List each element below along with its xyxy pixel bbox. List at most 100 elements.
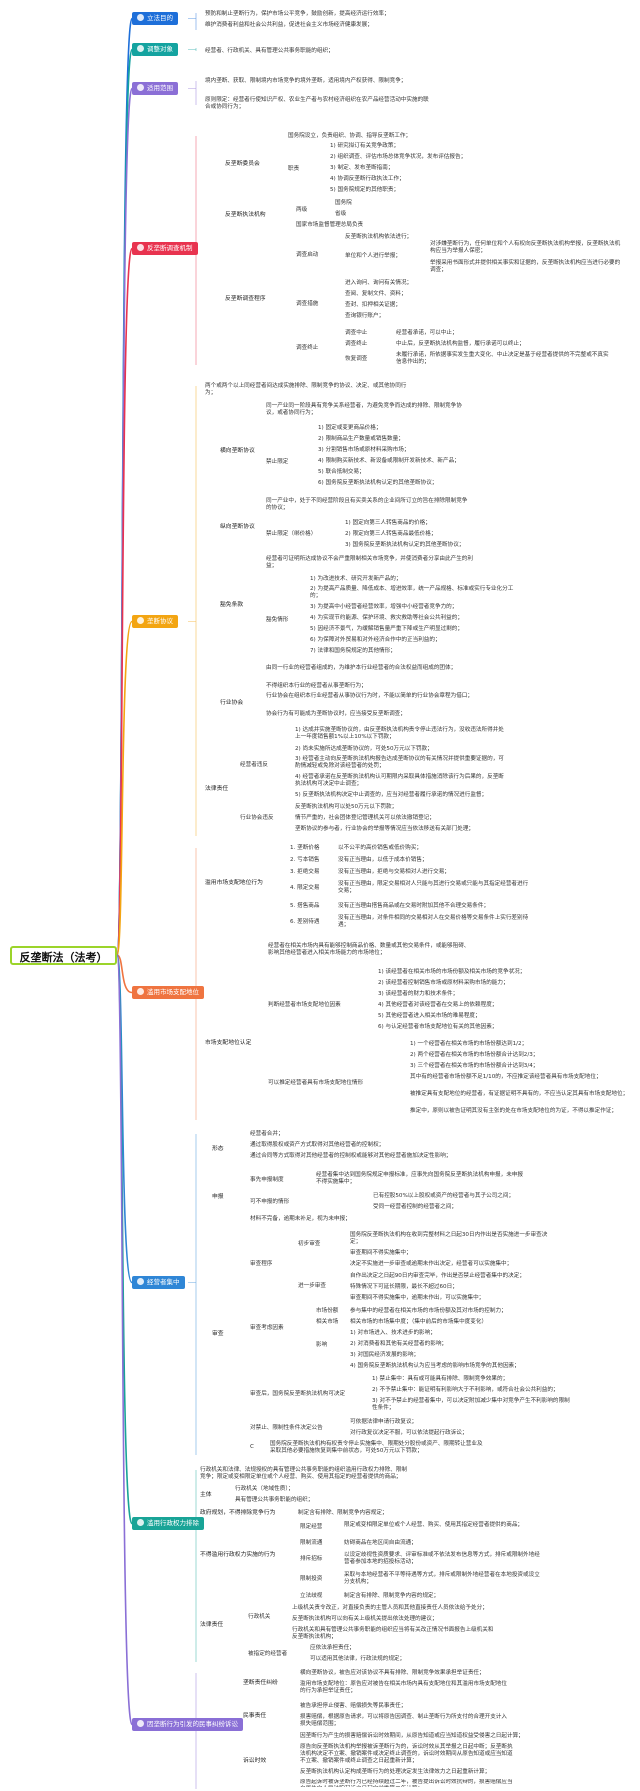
child-connector bbox=[188, 848, 197, 1120]
assoc-violation-item: 反垄断执法机构可以处50万元以下罚款； bbox=[295, 804, 398, 810]
vertical-def: 同一产业中，处于不同经营阶段且有买卖关系的企业间所订立的旨在排除限制竞争的协议； bbox=[266, 498, 468, 511]
report-node[interactable]: 申报 bbox=[212, 1194, 224, 1200]
bullet-icon bbox=[137, 84, 144, 91]
factor-label: 判断经营者市场支配地位因素 bbox=[268, 1002, 341, 1008]
presume-item: 推定中，原则以被告证明其没有主张的处在市场支配地位的为证，不得以推定作证； bbox=[410, 1108, 617, 1114]
admin-organ-item: 行政机关和具有管理公共事务职能的组织应当将有关改正情况书面报告上级机关和反垄断执… bbox=[292, 1627, 494, 1640]
review-node[interactable]: 审查 bbox=[212, 1331, 224, 1337]
act-label: 排斥招标 bbox=[300, 1556, 323, 1562]
admin-organ-item: 上级机关责令改正，对直接负责的主管人员和其他直接责任人员依法给予处分； bbox=[292, 1605, 488, 1611]
civil-liability-item: 被告承担停止侵害、赔偿损失等民事责任； bbox=[300, 1703, 407, 1709]
factor-item: 3) 该经营者的财力和技术条件； bbox=[378, 991, 459, 997]
bullet-icon bbox=[137, 1278, 144, 1285]
agency-level: 省级 bbox=[335, 211, 347, 217]
branch-administrative-power[interactable]: 滥用行政权力排除 bbox=[132, 1517, 204, 1530]
rule-node[interactable]: 政府规划，不得排除竞争行为 bbox=[200, 1510, 276, 1516]
branch-monopoly-agreement[interactable]: 垄断协议 bbox=[132, 615, 178, 628]
bullet-icon bbox=[137, 244, 144, 251]
limitation-node[interactable]: 诉讼时效 bbox=[243, 1758, 267, 1764]
duty-item: 5) 国务院规定的其他职责； bbox=[330, 187, 400, 193]
term-row-text: 未履行承诺，所依据事实发生重大变化、中止决定是基于经营者提供的不完整或不真实信息… bbox=[396, 352, 609, 365]
civil-liability-node[interactable]: 民事责任 bbox=[243, 1713, 267, 1719]
presume-label: 可以推定经营者具有市场支配地位情形 bbox=[268, 1080, 364, 1086]
forms-node[interactable]: 形态 bbox=[212, 1146, 224, 1152]
exemption-node[interactable]: 豁免条款 bbox=[220, 602, 244, 608]
dominance-node[interactable]: 市场支配地位认定 bbox=[205, 1040, 252, 1046]
factor-item: 6) 与认定经营者市场支配地位有关的其他因素； bbox=[378, 1024, 498, 1030]
branch-civil-litigation[interactable]: 因垄断行为引发的民事纠纷诉讼 bbox=[132, 1718, 243, 1731]
decision-item: 2) 不予禁止集中：能证明有利影响大于不利影响，或符合社会公共利益的； bbox=[372, 1387, 559, 1393]
abuse-desc: 没有正当理由搭售商品或在交易时附加其他不合理交易条件； bbox=[338, 903, 490, 909]
prior-report-text: 经营者集中达到国务院规定申报标准，应事先向国务院反垄断执法机构申报，未申报不得实… bbox=[316, 1172, 523, 1185]
root-topic[interactable]: 反垄断法（法考） bbox=[10, 946, 117, 965]
designated-operator-item: 可以适用其他法律，行政法规的规定； bbox=[310, 1656, 406, 1662]
child-connector bbox=[188, 48, 197, 51]
dispute-node[interactable]: 垄断责任纠纷 bbox=[243, 1680, 278, 1686]
prior-report-label: 事先申报制度 bbox=[250, 1177, 284, 1183]
review-factor-text: 2) 对消费者和其他有关经营者的影响； bbox=[350, 1341, 448, 1347]
review-factor-key: 市场份额 bbox=[316, 1308, 339, 1314]
bullet-icon bbox=[137, 1519, 144, 1526]
violation-label: 经营者违反 bbox=[240, 762, 268, 768]
trade-assoc-item: 由同一行业的经营者组成的，为维护本行业经营者的合法权益而组成的团体； bbox=[266, 665, 457, 671]
rule-text: 制定含有排除、限制竞争内容规定； bbox=[298, 1510, 388, 1516]
duty-item: 1) 研究拟订有关竞争政策； bbox=[330, 143, 400, 149]
admin-organ-label: 行政机关 bbox=[248, 1614, 271, 1620]
admin-liability-node[interactable]: 法律责任 bbox=[200, 1622, 224, 1628]
liability-node[interactable]: 法律责任 bbox=[205, 786, 229, 792]
branch-investigation[interactable]: 反垄断调查机制 bbox=[132, 242, 198, 255]
trade-assoc-node[interactable]: 行业协会 bbox=[220, 700, 244, 706]
act-text: 制定含有排除、限制竞争内容的规定； bbox=[344, 1593, 440, 1599]
branch-label: 滥用市场支配地位 bbox=[147, 988, 199, 996]
measures-label: 调查措施 bbox=[296, 301, 319, 307]
branch-dominant-position[interactable]: 滥用市场支配地位 bbox=[132, 986, 204, 999]
review-factor-text: 4) 国务院反垄断执法机构认为应当考虑的影响市场竞争的其他因素； bbox=[350, 1363, 520, 1369]
horizontal-node[interactable]: 横向垄断协议 bbox=[220, 448, 255, 454]
scope-item: 境内垄断、获取、限制境内市场竞争的境外垄断，适用境内产权获得、限制竞争； bbox=[205, 78, 407, 84]
forbidden-acts-node[interactable]: 不得滥用行政权力实施的行为 bbox=[200, 1552, 276, 1558]
dispute-item: 横向垄断协议，被告应对该协议不具有排除、限制竞争效果承担举证责任； bbox=[300, 1670, 485, 1676]
agency-levels: 两级 bbox=[296, 207, 308, 213]
presume-item: 其中有的经营者市场份额不足1/10的，不应推定该经营者具有市场支配地位； bbox=[410, 1074, 602, 1080]
procedure-node[interactable]: 反垄断调查程序 bbox=[225, 296, 266, 302]
branch-legislative-purpose[interactable]: 立法目的 bbox=[132, 12, 178, 25]
concentration-liability: 国务院反垄断执法机构有权责令停止实施集中、限期处分股份或资产、限期转让营业及采取… bbox=[270, 1441, 483, 1454]
vertical-node[interactable]: 纵向垄断协议 bbox=[220, 524, 255, 530]
committee-node[interactable]: 反垄断委员会 bbox=[225, 161, 260, 167]
branch-regulated-objects[interactable]: 调整对象 bbox=[132, 43, 178, 56]
branch-label: 经营者集中 bbox=[147, 1278, 180, 1286]
subject-item: 具有管理公共事务职能的组织； bbox=[235, 1497, 314, 1503]
duty-item: 3) 制定、发布垄断指南； bbox=[330, 165, 394, 171]
branch-concentration[interactable]: 经营者集中 bbox=[132, 1276, 185, 1289]
child-connector bbox=[188, 13, 197, 30]
term-row-label: 调查中止 bbox=[345, 330, 368, 336]
limitation-item: 原告起诉时被诉垄断行为已经持续超过二年，被告提出诉讼时效抗辩的，损害赔偿应当自原… bbox=[300, 1779, 513, 1787]
factor-item: 2) 该经营者控制销售市场或原材料采购市场的能力； bbox=[378, 980, 509, 986]
review-factor-text: 相关市场的市场集中度；（集中前后的市场集中度变化） bbox=[350, 1319, 488, 1325]
violation-item: 5) 反垄断执法机构决定中止调查的，应当对经营者履行承诺的情况进行监督； bbox=[295, 792, 488, 798]
horizontal-ban-label: 禁止限定 bbox=[266, 459, 289, 465]
branch-scope[interactable]: 适用范围 bbox=[132, 82, 178, 95]
subject-node[interactable]: 主体 bbox=[200, 1492, 212, 1498]
second-review-item: 特殊情况下可延长期限，最长不超过60日； bbox=[350, 1284, 458, 1290]
measure-item: 查封、扣押相关证据； bbox=[345, 302, 401, 308]
abuse-node[interactable]: 滥用市场支配地位行为 bbox=[205, 880, 263, 886]
horizontal-item: 4) 限制购买新技术、新设备或限制开发新技术、新产品； bbox=[318, 458, 460, 464]
second-review-item: 自作出决定之日起90日内审查完毕，作出是否禁止经营者集中的决定； bbox=[350, 1273, 525, 1279]
form-item: 通过合同等方式取得对其他经营者的控制权或能够对其他经营者施加决定性影响； bbox=[250, 1153, 452, 1159]
assoc-violation-item: 情节严重的，社会团体登记管理机关可以依法撤销登记； bbox=[295, 815, 435, 821]
child-connector bbox=[188, 1134, 197, 1455]
limitation-item: 因垄断行为产生的损害赔偿诉讼时效期间，从原告知道或应当知道权益受侵害之日起计算； bbox=[300, 1733, 524, 1739]
term-row-text: 中止后，反垄断执法机构监督，履行承诺可以终止； bbox=[396, 341, 525, 347]
factor-item: 1) 该经营者在相关市场的市场份额及相关市场的竞争状况； bbox=[378, 969, 526, 975]
agency-node[interactable]: 反垄断执法机构 bbox=[225, 212, 266, 218]
first-review-label: 初步审查 bbox=[298, 1241, 321, 1247]
first-review-item: 审查期间不得实施集中； bbox=[350, 1250, 412, 1256]
duty-label: 职责 bbox=[288, 166, 300, 172]
object-item: 经营者、行政机关、具有管理公共事务职能的组织； bbox=[205, 48, 334, 54]
act-label: 立法歧视 bbox=[300, 1593, 323, 1599]
branch-connector bbox=[116, 620, 133, 956]
branch-connector bbox=[116, 954, 133, 1726]
start-sub: 对涉嫌垄断行为，任何单位和个人有权向反垄断执法机构举报，反垄断执法机构应当为举报… bbox=[430, 241, 621, 254]
